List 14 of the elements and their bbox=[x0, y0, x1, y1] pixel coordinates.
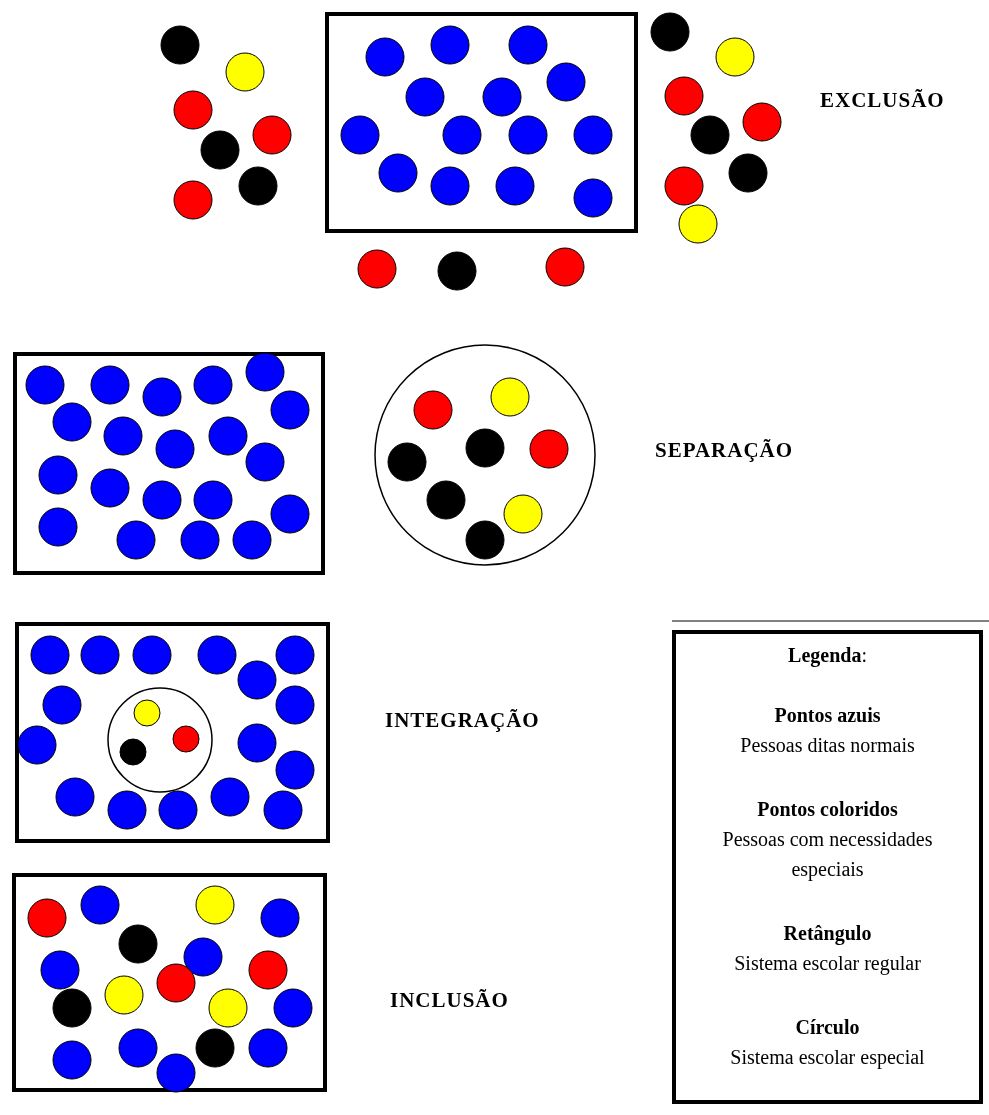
legend-description: Sistema escolar regular bbox=[733, 951, 922, 977]
legend-description: Pessoas ditas normais bbox=[739, 733, 916, 758]
stage-label: INTEGRAÇÃO bbox=[385, 708, 540, 733]
legend-term: Pontos azuis bbox=[773, 703, 882, 728]
stage-label: INCLUSÃO bbox=[390, 988, 509, 1013]
legend-box bbox=[672, 630, 983, 1104]
legend-term: Pontos coloridos bbox=[756, 797, 899, 822]
legend-heading: Legenda: bbox=[787, 643, 868, 669]
legend-description: Sistema escolar especial bbox=[729, 1045, 926, 1071]
legend-term: Círculo bbox=[794, 1015, 861, 1040]
stage-label: SEPARAÇÃO bbox=[655, 438, 794, 463]
stage-label: EXCLUSÃO bbox=[820, 88, 945, 113]
legend-description: Pessoas com necessidades especiais bbox=[721, 827, 934, 883]
legend-term: Retângulo bbox=[782, 921, 873, 947]
